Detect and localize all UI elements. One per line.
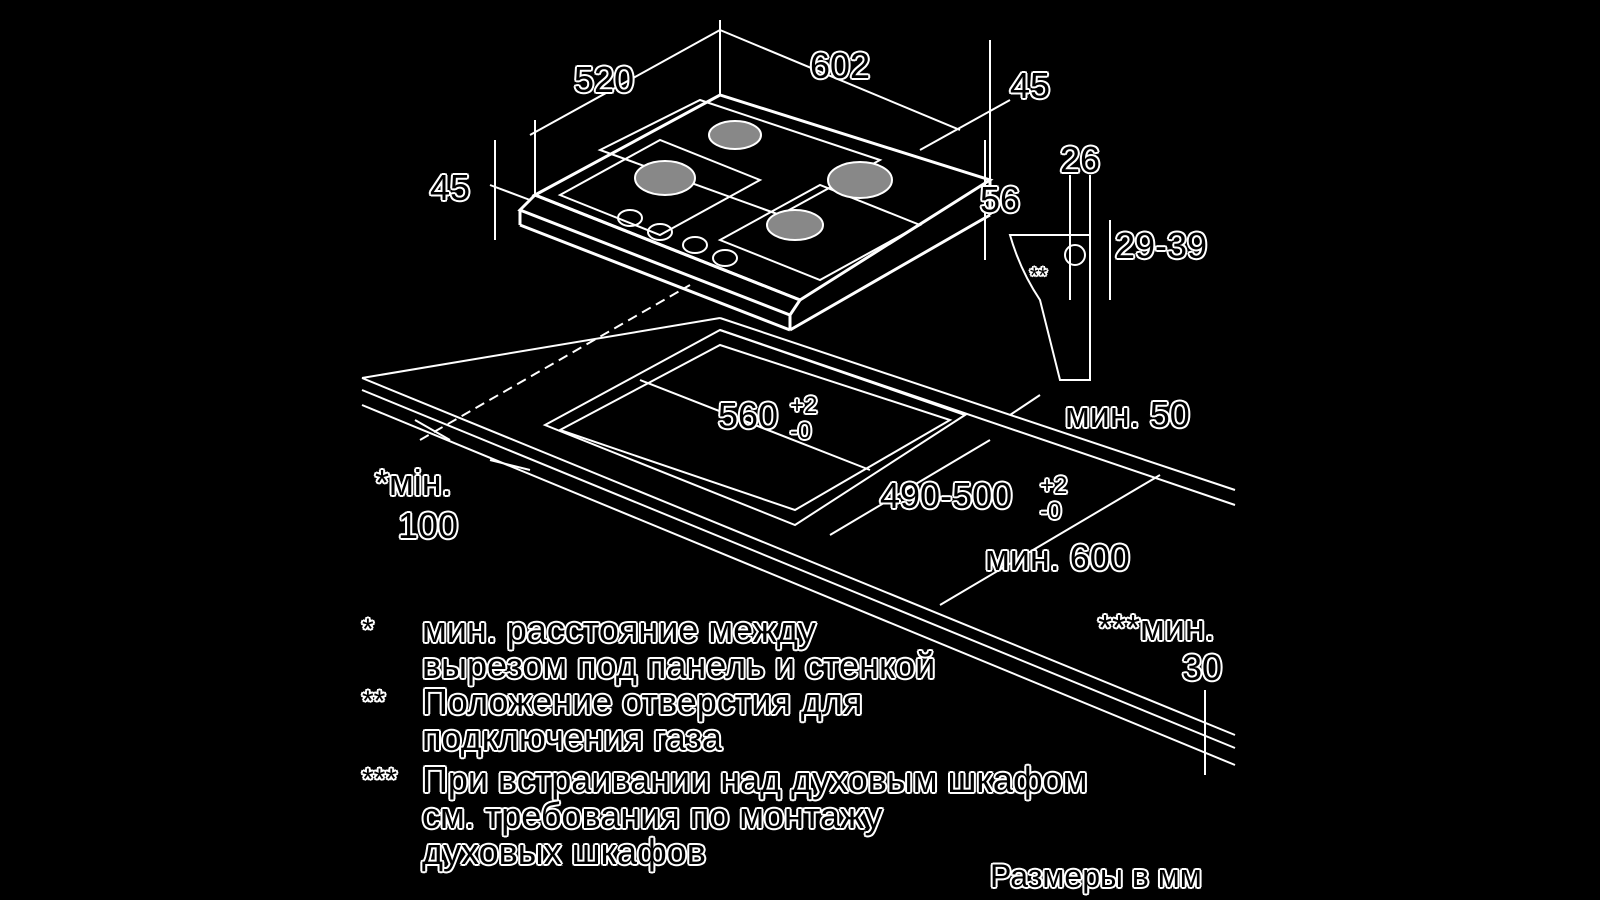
footnote-marker: ** — [362, 685, 386, 718]
burner-icon — [708, 120, 762, 150]
cutout-inner — [557, 343, 953, 512]
burners — [634, 120, 893, 241]
gas-hole — [1064, 244, 1086, 266]
tolerance-minus: -0 — [790, 418, 812, 445]
grate — [557, 138, 763, 237]
knob-icon — [647, 223, 673, 241]
footnote-line: мин. расстояние между — [422, 609, 816, 650]
dim-height-45-left: 45 — [430, 167, 471, 208]
dim-cutout-depth: 490-500 +2 -0 — [880, 472, 1067, 525]
burner-icon — [634, 160, 696, 196]
knob-icon — [712, 249, 738, 267]
cutout-outline — [542, 328, 968, 527]
dim-min-100-label: *мін. — [375, 462, 452, 503]
footnote-line: При встраивании над духовым шкафом — [422, 759, 1088, 800]
dim-height-56: 56 — [980, 179, 1021, 220]
cutout-depth-value: 490-500 — [880, 475, 1013, 516]
tolerance-plus: +2 — [790, 392, 818, 419]
units-caption: Размеры в мм — [990, 858, 1202, 894]
dashed-guide — [419, 284, 691, 441]
dim-min-100-value: 100 — [398, 505, 459, 546]
dim-gas-26: 26 — [1060, 139, 1101, 180]
worktop-edge — [361, 389, 1236, 749]
tolerance-plus: +2 — [1040, 472, 1068, 499]
gas-bracket — [1008, 234, 1091, 381]
footnote-line: вырезом под панель и стенкой — [422, 645, 936, 686]
knob-icon — [617, 209, 643, 227]
dim-gas-29-39: 29-39 — [1115, 225, 1208, 266]
worktop-edge — [361, 317, 721, 379]
footnote-line: духовых шкафов — [422, 831, 706, 872]
dim-min-30-value: 30 — [1182, 647, 1223, 688]
gas-marker: ** — [1030, 263, 1048, 288]
dim-width-602: 602 — [810, 45, 871, 86]
burner-icon — [766, 209, 824, 241]
tolerance-minus: -0 — [1040, 498, 1062, 525]
worktop-edge — [361, 377, 1236, 736]
knob-icon — [682, 236, 708, 254]
footnote-line: подключения газа — [422, 717, 722, 758]
footnote-marker: * — [362, 613, 374, 646]
worktop-edge — [719, 317, 1236, 491]
burner-icon — [827, 161, 893, 199]
footnote-line: см. требования по монтажу — [422, 795, 883, 836]
dim-min-50: мин. 50 — [1065, 394, 1190, 435]
grate — [717, 183, 923, 282]
footnote-line: Положение отверстия для — [422, 681, 863, 722]
dim-min-30-label: ***мин. — [1098, 607, 1215, 648]
dim-min-600: мин. 600 — [985, 537, 1130, 578]
footnote-marker: *** — [362, 763, 398, 796]
dim-cutout-width: 560 +2 -0 — [718, 392, 817, 445]
dimension-lines — [361, 20, 1236, 775]
cutout-width-value: 560 — [718, 395, 779, 436]
control-knobs — [617, 209, 738, 267]
dim-depth-520: 520 — [574, 59, 635, 100]
grate — [597, 98, 883, 217]
dim-height-45-right: 45 — [1010, 65, 1051, 106]
